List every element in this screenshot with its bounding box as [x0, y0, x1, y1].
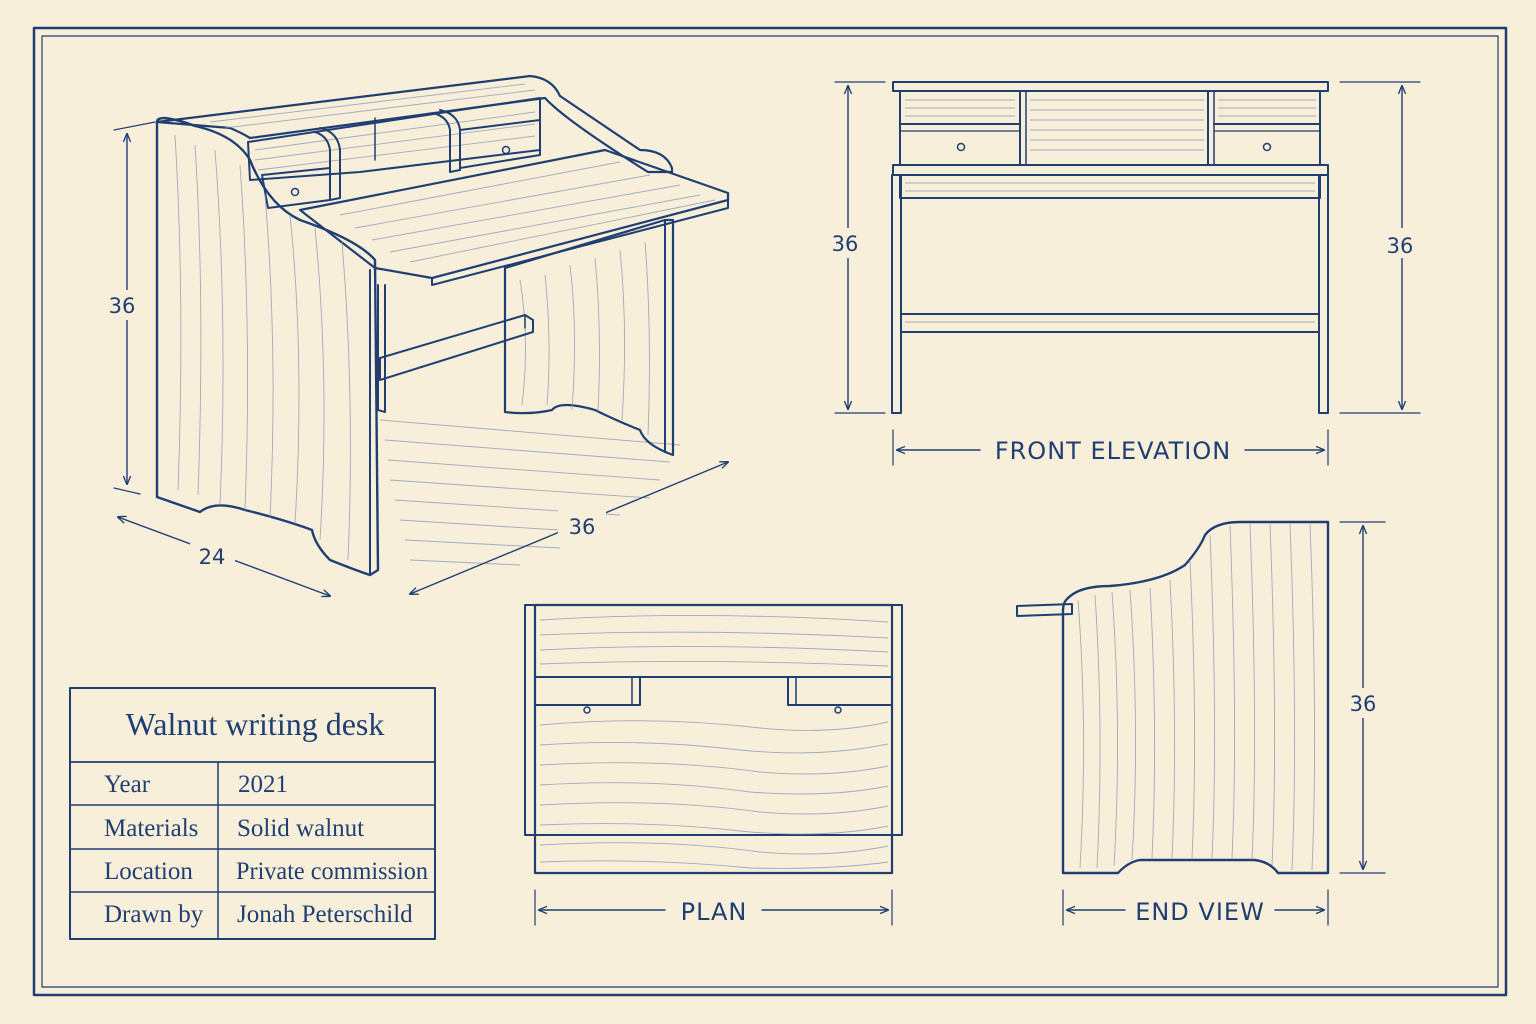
- plan-label: PLAN: [681, 898, 748, 926]
- hutch-divider-right: [435, 109, 461, 173]
- title-block-value-drawn-by: Jonah Peterschild: [237, 901, 413, 928]
- drawer-knob: [834, 706, 842, 714]
- end-view: [1016, 520, 1330, 875]
- hutch-top: [155, 74, 674, 174]
- drawer-knob: [1262, 142, 1272, 152]
- plan-caption: PLAN: [534, 889, 893, 926]
- front-height-right-label: 36: [1387, 234, 1414, 258]
- hutch-back: [247, 97, 541, 181]
- end-view-caption: END VIEW: [1062, 889, 1329, 926]
- drawer-knob: [956, 142, 966, 152]
- title-block-value-location: Private commission: [236, 858, 428, 885]
- left-side-panel: [155, 116, 380, 577]
- title-block-value-year: 2021: [238, 771, 288, 798]
- isometric-view: [155, 74, 730, 577]
- title-block-value-materials: Solid walnut: [237, 815, 364, 842]
- front-elevation-label: FRONT ELEVATION: [995, 437, 1231, 465]
- title-block-key-location: Location: [104, 858, 193, 885]
- right-leg-panel: [503, 218, 675, 457]
- end-desk-edge: [1016, 603, 1073, 617]
- end-view-label: END VIEW: [1135, 898, 1265, 926]
- end-height-label: 36: [1350, 692, 1377, 716]
- isometric-width-dimension: 36: [410, 462, 728, 594]
- front-elevation-height-left: 36: [825, 81, 886, 414]
- drawer-knob: [290, 187, 300, 197]
- stretcher: [379, 314, 534, 381]
- front-elevation-height-right: 36: [1339, 81, 1423, 414]
- title-block: Walnut writing desk Year 2021 Materials …: [69, 687, 436, 940]
- sheet-border: [32, 26, 1508, 997]
- title-block-title: Walnut writing desk: [126, 706, 385, 742]
- hutch-divider-left: [314, 127, 341, 201]
- end-view-height-dimension: 36: [1339, 521, 1386, 874]
- drawer-knob: [583, 706, 591, 714]
- hutch-drawer-right: [459, 119, 541, 169]
- title-block-key-materials: Materials: [104, 815, 198, 842]
- front-height-left-label: 36: [832, 232, 859, 256]
- plan-view: [524, 603, 903, 875]
- isometric-depth-dimension: 24: [118, 517, 330, 596]
- iso-width-label: 36: [569, 515, 596, 539]
- title-block-key-drawn-by: Drawn by: [104, 901, 204, 928]
- iso-depth-label: 24: [199, 545, 226, 569]
- front-elevation-caption: FRONT ELEVATION: [892, 429, 1329, 466]
- writing-surface: [298, 148, 730, 280]
- title-block-key-year: Year: [104, 771, 151, 798]
- floor-shading: [379, 419, 681, 566]
- drawer-knob: [501, 145, 511, 155]
- isometric-height-dimension: 36: [100, 121, 156, 495]
- iso-height-label: 36: [109, 294, 136, 318]
- end-side-panel: [1061, 520, 1330, 875]
- front-elevation-view: [891, 81, 1329, 414]
- hutch-drawer-left: [261, 167, 331, 209]
